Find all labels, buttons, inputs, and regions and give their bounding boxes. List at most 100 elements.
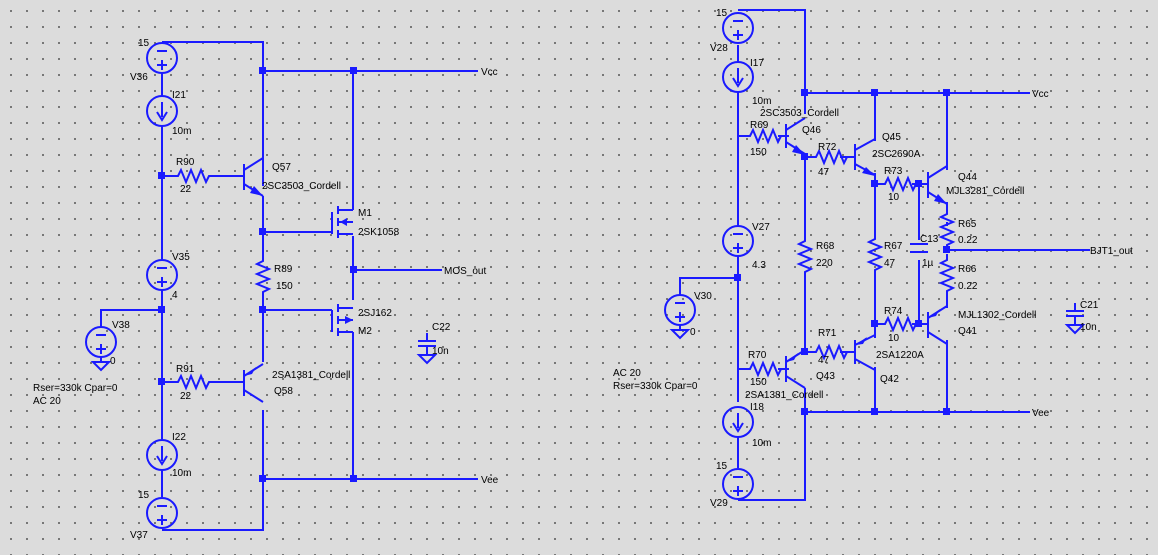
source-v29: 15 V29 [710, 461, 754, 509]
svg-text:150: 150 [276, 281, 293, 292]
source-v28: 15 V28 [710, 8, 754, 54]
svg-text:R73: R73 [884, 166, 903, 177]
svg-text:R66: R66 [958, 264, 977, 275]
transistor-q46: 2SC3503_Cordell Q46 [760, 108, 839, 155]
resistor-r66: R66 0.22 [940, 253, 978, 298]
svg-text:V28: V28 [710, 43, 728, 54]
left-wires [100, 41, 478, 531]
resistor-r89: R89 150 [256, 254, 293, 299]
svg-text:MJL1302_Cordell: MJL1302_Cordell [958, 310, 1036, 321]
svg-text:10m: 10m [172, 468, 191, 479]
net-label-vcc-left: Vcc [481, 67, 498, 78]
svg-text:C21: C21 [1080, 300, 1099, 311]
svg-text:0.22: 0.22 [958, 235, 978, 246]
svg-text:220: 220 [816, 258, 833, 269]
svg-text:V36: V36 [130, 72, 148, 83]
resistor-r91: R91 22 [169, 364, 218, 402]
svg-text:2SC3503_Cordell: 2SC3503_Cordell [262, 181, 341, 192]
svg-text:V37: V37 [130, 530, 148, 541]
svg-text:47: 47 [818, 355, 830, 366]
svg-text:V38: V38 [112, 320, 130, 331]
svg-text:10n: 10n [432, 346, 449, 357]
transistor-q45: Q45 2SC2690A [854, 132, 921, 176]
resistor-r70: R70 150 [741, 350, 790, 388]
resistor-r90: R90 22 [169, 157, 218, 195]
svg-text:15: 15 [716, 461, 728, 472]
mosfet-m1: M1 2SK1058 [331, 206, 400, 238]
svg-text:R65: R65 [958, 219, 977, 230]
svg-text:R67: R67 [884, 241, 903, 252]
svg-text:2SK1058: 2SK1058 [358, 227, 400, 238]
svg-text:C13: C13 [920, 234, 939, 245]
svg-text:V29: V29 [710, 498, 728, 509]
resistor-r65: R65 0.22 [940, 207, 978, 252]
svg-text:R89: R89 [274, 264, 293, 275]
svg-text:R70: R70 [748, 350, 767, 361]
net-label-mos-out: MOS_out [444, 266, 486, 277]
left-circuit: 15 V36 I21 10m R90 22 Q57 2SC3503_Cordel… [33, 38, 499, 541]
svg-text:R68: R68 [816, 241, 835, 252]
svg-text:Rser=330k Cpar=0: Rser=330k Cpar=0 [33, 383, 118, 394]
current-source-i22: I22 10m [146, 432, 191, 479]
left-junctions [158, 67, 357, 482]
svg-text:10: 10 [888, 192, 900, 203]
svg-text:C22: C22 [432, 322, 451, 333]
svg-text:0: 0 [110, 356, 116, 367]
svg-text:R90: R90 [176, 157, 195, 168]
svg-text:47: 47 [884, 258, 896, 269]
svg-text:I17: I17 [750, 58, 764, 69]
svg-text:2SA1381_Cordell: 2SA1381_Cordell [745, 390, 823, 401]
svg-text:0: 0 [690, 327, 696, 338]
svg-text:MJL3281_Cordell: MJL3281_Cordell [946, 186, 1024, 197]
svg-text:15: 15 [716, 8, 728, 19]
source-v27: V27 4.3 [722, 222, 770, 271]
svg-text:10: 10 [888, 333, 900, 344]
net-label-vee-right: Vee [1032, 408, 1050, 419]
svg-text:2SJ162: 2SJ162 [358, 308, 392, 319]
resistor-r69: R69 150 [741, 120, 790, 158]
svg-text:2SA1381_Cordell: 2SA1381_Cordell [272, 370, 350, 381]
source-v36: 15 V36 [130, 38, 178, 83]
svg-text:M1: M1 [358, 208, 372, 219]
source-v30: V30 0 [664, 291, 712, 339]
svg-text:R91: R91 [176, 364, 195, 375]
svg-text:Q58: Q58 [274, 386, 293, 397]
svg-text:22: 22 [180, 391, 192, 402]
svg-text:Q57: Q57 [272, 162, 291, 173]
svg-text:150: 150 [750, 147, 767, 158]
svg-text:Q45: Q45 [882, 132, 901, 143]
transistor-q57: Q57 2SC3503_Cordell [243, 157, 341, 197]
svg-text:M2: M2 [358, 326, 372, 337]
svg-text:R71: R71 [818, 328, 837, 339]
capacitor-c13: C13 1µ [910, 234, 939, 269]
svg-text:I21: I21 [172, 90, 186, 101]
transistor-q43: Q43 2SA1381_Cordell [745, 349, 835, 401]
resistor-r73: R73 10 [876, 166, 925, 203]
svg-text:2SC3503_Cordell: 2SC3503_Cordell [760, 108, 839, 119]
svg-text:Q46: Q46 [802, 125, 821, 136]
svg-text:R69: R69 [750, 120, 769, 131]
svg-text:2SC2690A: 2SC2690A [872, 149, 921, 160]
svg-text:2SA1220A: 2SA1220A [876, 350, 924, 361]
svg-text:10m: 10m [752, 96, 771, 107]
capacitor-c22: C22 10n [417, 322, 451, 364]
transistor-q44: Q44 MJL3281_Cordell [927, 165, 1024, 205]
right-circuit: 15 V28 I17 10m 2SC3503_Cordell Q46 R69 1… [613, 8, 1133, 509]
svg-text:4.3: 4.3 [752, 260, 766, 271]
svg-text:4: 4 [172, 290, 178, 301]
svg-text:Q43: Q43 [816, 371, 835, 382]
capacitor-c21: C21 10n [1065, 300, 1099, 334]
resistor-r67: R67 47 [868, 232, 903, 277]
transistor-q41: MJL1302_Cordell Q41 [927, 305, 1036, 345]
svg-text:10n: 10n [1080, 322, 1097, 333]
resistor-r68: R68 220 [798, 234, 835, 279]
svg-text:Q42: Q42 [880, 374, 899, 385]
source-v38: V38 0 [85, 320, 130, 371]
svg-text:22: 22 [180, 184, 192, 195]
svg-text:I22: I22 [172, 432, 186, 443]
current-source-i21: I21 10m [146, 90, 191, 137]
svg-text:V35: V35 [172, 252, 190, 263]
svg-text:R72: R72 [818, 142, 837, 153]
svg-text:V30: V30 [694, 291, 712, 302]
